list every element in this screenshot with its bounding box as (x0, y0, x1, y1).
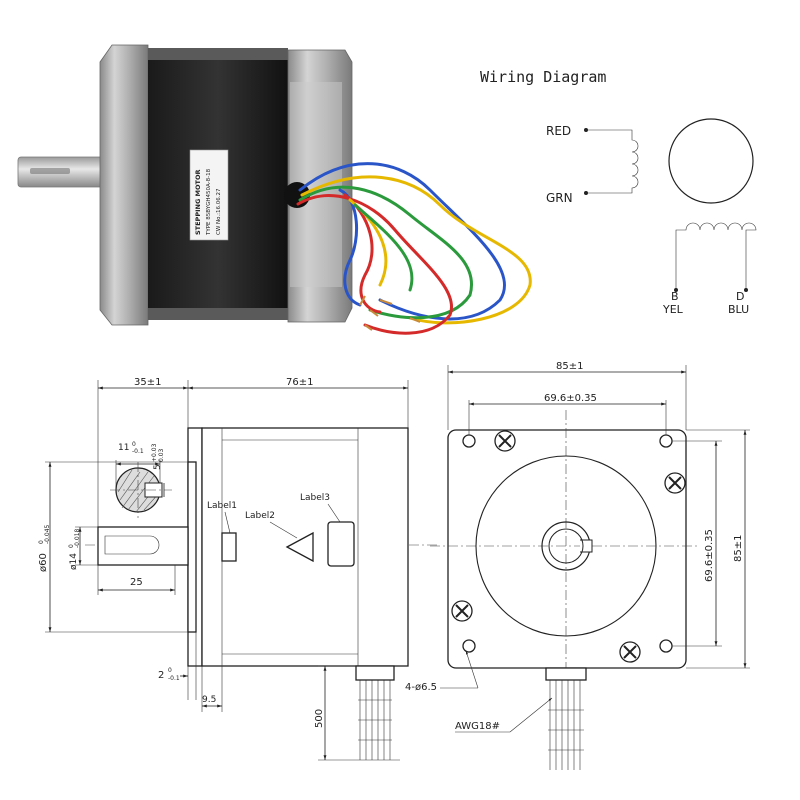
side-view-drawing: Label1 Label2 Label3 35±1 76±1 (38, 377, 440, 761)
front-view-drawing: 85±1 69.6±0.35 69.6±0.35 85±1 4-ø6.5 AWG… (405, 361, 750, 770)
screw-icon (664, 472, 686, 494)
wire-gauge-callout: AWG18# (455, 721, 500, 732)
front-boss (475, 455, 657, 637)
dim-60-tol-b: -0.045 (44, 524, 51, 544)
dim-2-tol-a: 0 (168, 667, 172, 674)
dim-11-tol-b: -0.1 (132, 448, 144, 455)
label1-text: Label1 (207, 501, 237, 511)
rotor-circle (668, 118, 754, 204)
label3-box (327, 521, 355, 567)
dim-14: ø14 (69, 553, 79, 570)
dim-69-6-top: 69.6±0.35 (544, 393, 597, 404)
dim-85-top: 85±1 (556, 361, 583, 372)
label-yel: YEL (662, 303, 684, 316)
holes-callout: 4-ø6.5 (405, 682, 437, 693)
wire-tips (359, 295, 421, 331)
dim-2-tol-b: -0.1 (168, 675, 180, 682)
nameplate-line1: STEPPING MOTOR (194, 170, 202, 236)
motor-photo: STEPPING MOTOR TYPE 85BYGH450A-8-18 CW N… (17, 44, 532, 335)
dim-11: 11 (118, 443, 129, 453)
front-wires (549, 680, 581, 770)
label1-box (221, 532, 237, 562)
screw-icon (451, 600, 473, 622)
label-blu: BLU (728, 303, 749, 316)
front-flange (99, 44, 149, 326)
dim-500: 500 (314, 709, 325, 728)
side-shaft (97, 526, 189, 566)
hole-bottom-left (462, 639, 476, 653)
nameplate-line2: TYPE 85BYGH450A-8-18 (206, 168, 212, 236)
dim-2: 2 (158, 670, 164, 681)
label-red: RED (546, 124, 571, 138)
dim-11-tol-a: 0 (132, 441, 136, 448)
motor-nameplate: STEPPING MOTOR TYPE 85BYGH450A-8-18 CW N… (189, 149, 229, 241)
hole-top-right (659, 434, 673, 448)
hole-bottom-right (659, 639, 673, 653)
nameplate-line3: CW No.:16.06.27 (216, 188, 222, 235)
label3-text: Label3 (300, 493, 330, 503)
label-d: D (736, 290, 744, 303)
dim-5: 5 (153, 464, 163, 470)
wiring-title: Wiring Diagram (480, 68, 606, 86)
dim-5-tol-b: 0.03 (158, 448, 165, 462)
front-flange-square (447, 429, 687, 669)
dim-60: ø60 (38, 553, 49, 572)
hole-top-left (462, 434, 476, 448)
dim-9-5: 9.5 (202, 695, 216, 705)
screw-icon (494, 430, 516, 452)
label2-text: Label2 (245, 511, 275, 521)
dim-14-tol-b: -0.018 (74, 528, 81, 548)
dim-85-side: 85±1 (733, 535, 744, 562)
screw-icon (619, 641, 641, 663)
dim-35: 35±1 (134, 377, 161, 388)
motor-wires (296, 162, 532, 335)
label-grn: GRN (546, 191, 573, 205)
dim-60-tol-a: 0 (38, 540, 45, 544)
coil-b (675, 222, 757, 290)
dim-69-6-side: 69.6±0.35 (704, 529, 715, 582)
label2-triangle (285, 531, 314, 563)
label-b: B (671, 290, 679, 303)
wiring-diagram: Wiring Diagram RED GRN B YEL D BLU (480, 68, 757, 316)
dim-14-tol-a: 0 (68, 544, 75, 548)
dim-5-tol-a: +0.03 (151, 443, 158, 462)
coil-a (588, 129, 639, 194)
shaft-section: 11 0 -0.1 5 +0.03 0.03 (110, 441, 172, 518)
side-wires (359, 666, 391, 760)
dim-76: 76±1 (286, 377, 313, 388)
dim-25: 25 (130, 577, 143, 588)
